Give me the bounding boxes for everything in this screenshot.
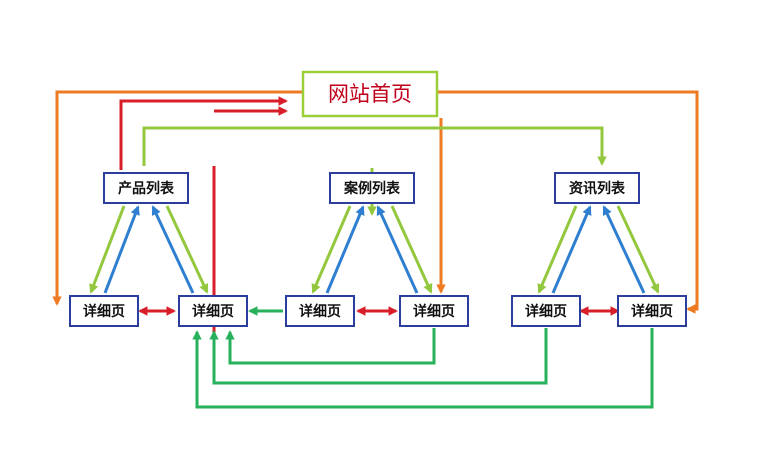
detail-3-label: 详细页	[299, 303, 341, 320]
node-detail-6: 详细页	[617, 295, 687, 327]
product-list-label: 产品列表	[118, 180, 175, 197]
arrow-detail-5-to-detail-2	[209, 328, 548, 385]
arrow-detail-6-to-detail-2	[192, 328, 654, 409]
arrow-detail-6-to-news-list	[602, 205, 646, 294]
arrow-detail-2-to-product-list	[151, 205, 195, 294]
arrow-case-list-to-detail-3	[311, 205, 352, 294]
arrow-case-list-to-detail-4	[390, 205, 433, 294]
news-list-label: 资讯列表	[569, 180, 626, 197]
detail-2-label: 详细页	[192, 303, 234, 320]
node-home: 网站首页	[301, 70, 439, 118]
arrow-light-green-top-bus	[142, 126, 607, 166]
home-label: 网站首页	[328, 82, 412, 106]
arrow-detail-1-to-product-list	[103, 205, 140, 294]
home-outbound-orange-arrows	[52, 90, 699, 314]
node-detail-2: 详细页	[178, 295, 248, 327]
arrow-product-list-to-home	[119, 96, 288, 170]
case-list-label: 案例列表	[343, 180, 401, 197]
node-detail-1: 详细页	[69, 295, 139, 327]
arrow-news-list-to-detail-5	[537, 205, 578, 294]
arrow-detail-5-to-news-list	[551, 205, 592, 294]
arrow-detail-3-to-case-list	[325, 205, 365, 294]
light-green-arrows	[89, 126, 660, 294]
arrow-home-to-detail-1	[52, 90, 303, 306]
detail-5-label: 详细页	[525, 303, 567, 320]
detail-6-label: 详细页	[631, 303, 673, 320]
node-detail-3: 详细页	[285, 295, 355, 327]
detail-1-label: 详细页	[83, 303, 125, 320]
green-arrows	[192, 306, 654, 409]
arrow-detail-4-to-detail-2	[225, 328, 436, 365]
node-detail-4: 详细页	[399, 295, 469, 327]
node-product-list: 产品列表	[103, 172, 189, 204]
blue-arrows	[103, 205, 646, 294]
node-detail-5: 详细页	[511, 295, 581, 327]
arrow-product-list-to-detail-1	[89, 205, 126, 294]
arrow-product-list-to-detail-2	[165, 205, 209, 294]
arrow-news-list-to-detail-6	[616, 205, 660, 294]
node-news-list: 资讯列表	[554, 172, 640, 204]
arrow-detail-4-to-case-list	[376, 205, 419, 294]
detail-4-label: 详细页	[413, 303, 455, 320]
arrow-home-to-detail-6	[437, 90, 699, 314]
node-case-list: 案例列表	[329, 172, 415, 204]
